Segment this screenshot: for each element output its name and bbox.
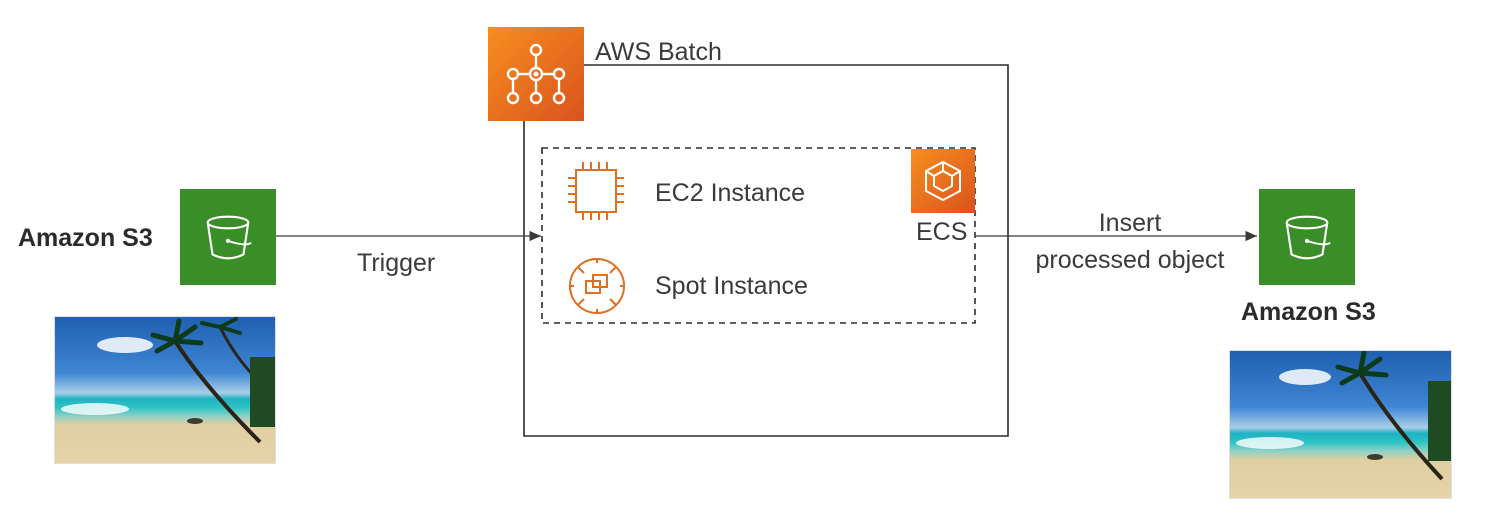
chip-icon xyxy=(568,162,624,220)
dest-s3-title: Amazon S3 xyxy=(1241,298,1376,326)
compute-environment-border xyxy=(541,147,976,324)
batch-network-icon xyxy=(506,43,566,105)
insert-label: Insert processed object xyxy=(1025,205,1235,279)
insert-label-line2: processed object xyxy=(1035,246,1225,274)
spot-instance-icon xyxy=(569,258,625,314)
beach-photo-processed xyxy=(1229,350,1452,499)
source-s3-tile xyxy=(180,189,276,285)
spot-instance-label: Spot Instance xyxy=(655,272,808,300)
ecs-tile xyxy=(911,149,975,213)
ecs-hexagon-icon xyxy=(925,160,961,202)
aws-batch-title: AWS Batch xyxy=(595,38,722,66)
ec2-instance-node xyxy=(562,160,630,222)
beach-photo-source xyxy=(54,316,276,464)
insert-label-line1: Insert xyxy=(1098,209,1162,237)
ec2-instance-label: EC2 Instance xyxy=(655,179,806,207)
bucket-icon xyxy=(1285,215,1331,260)
bucket-icon xyxy=(206,215,252,260)
aws-batch-tile xyxy=(488,27,584,121)
dest-s3-tile xyxy=(1259,189,1355,285)
trigger-label: Trigger xyxy=(357,249,436,277)
spot-instance-node xyxy=(566,255,628,317)
batch-container-border xyxy=(523,64,1009,437)
source-s3-title: Amazon S3 xyxy=(18,224,153,252)
ecs-label: ECS xyxy=(916,218,968,246)
